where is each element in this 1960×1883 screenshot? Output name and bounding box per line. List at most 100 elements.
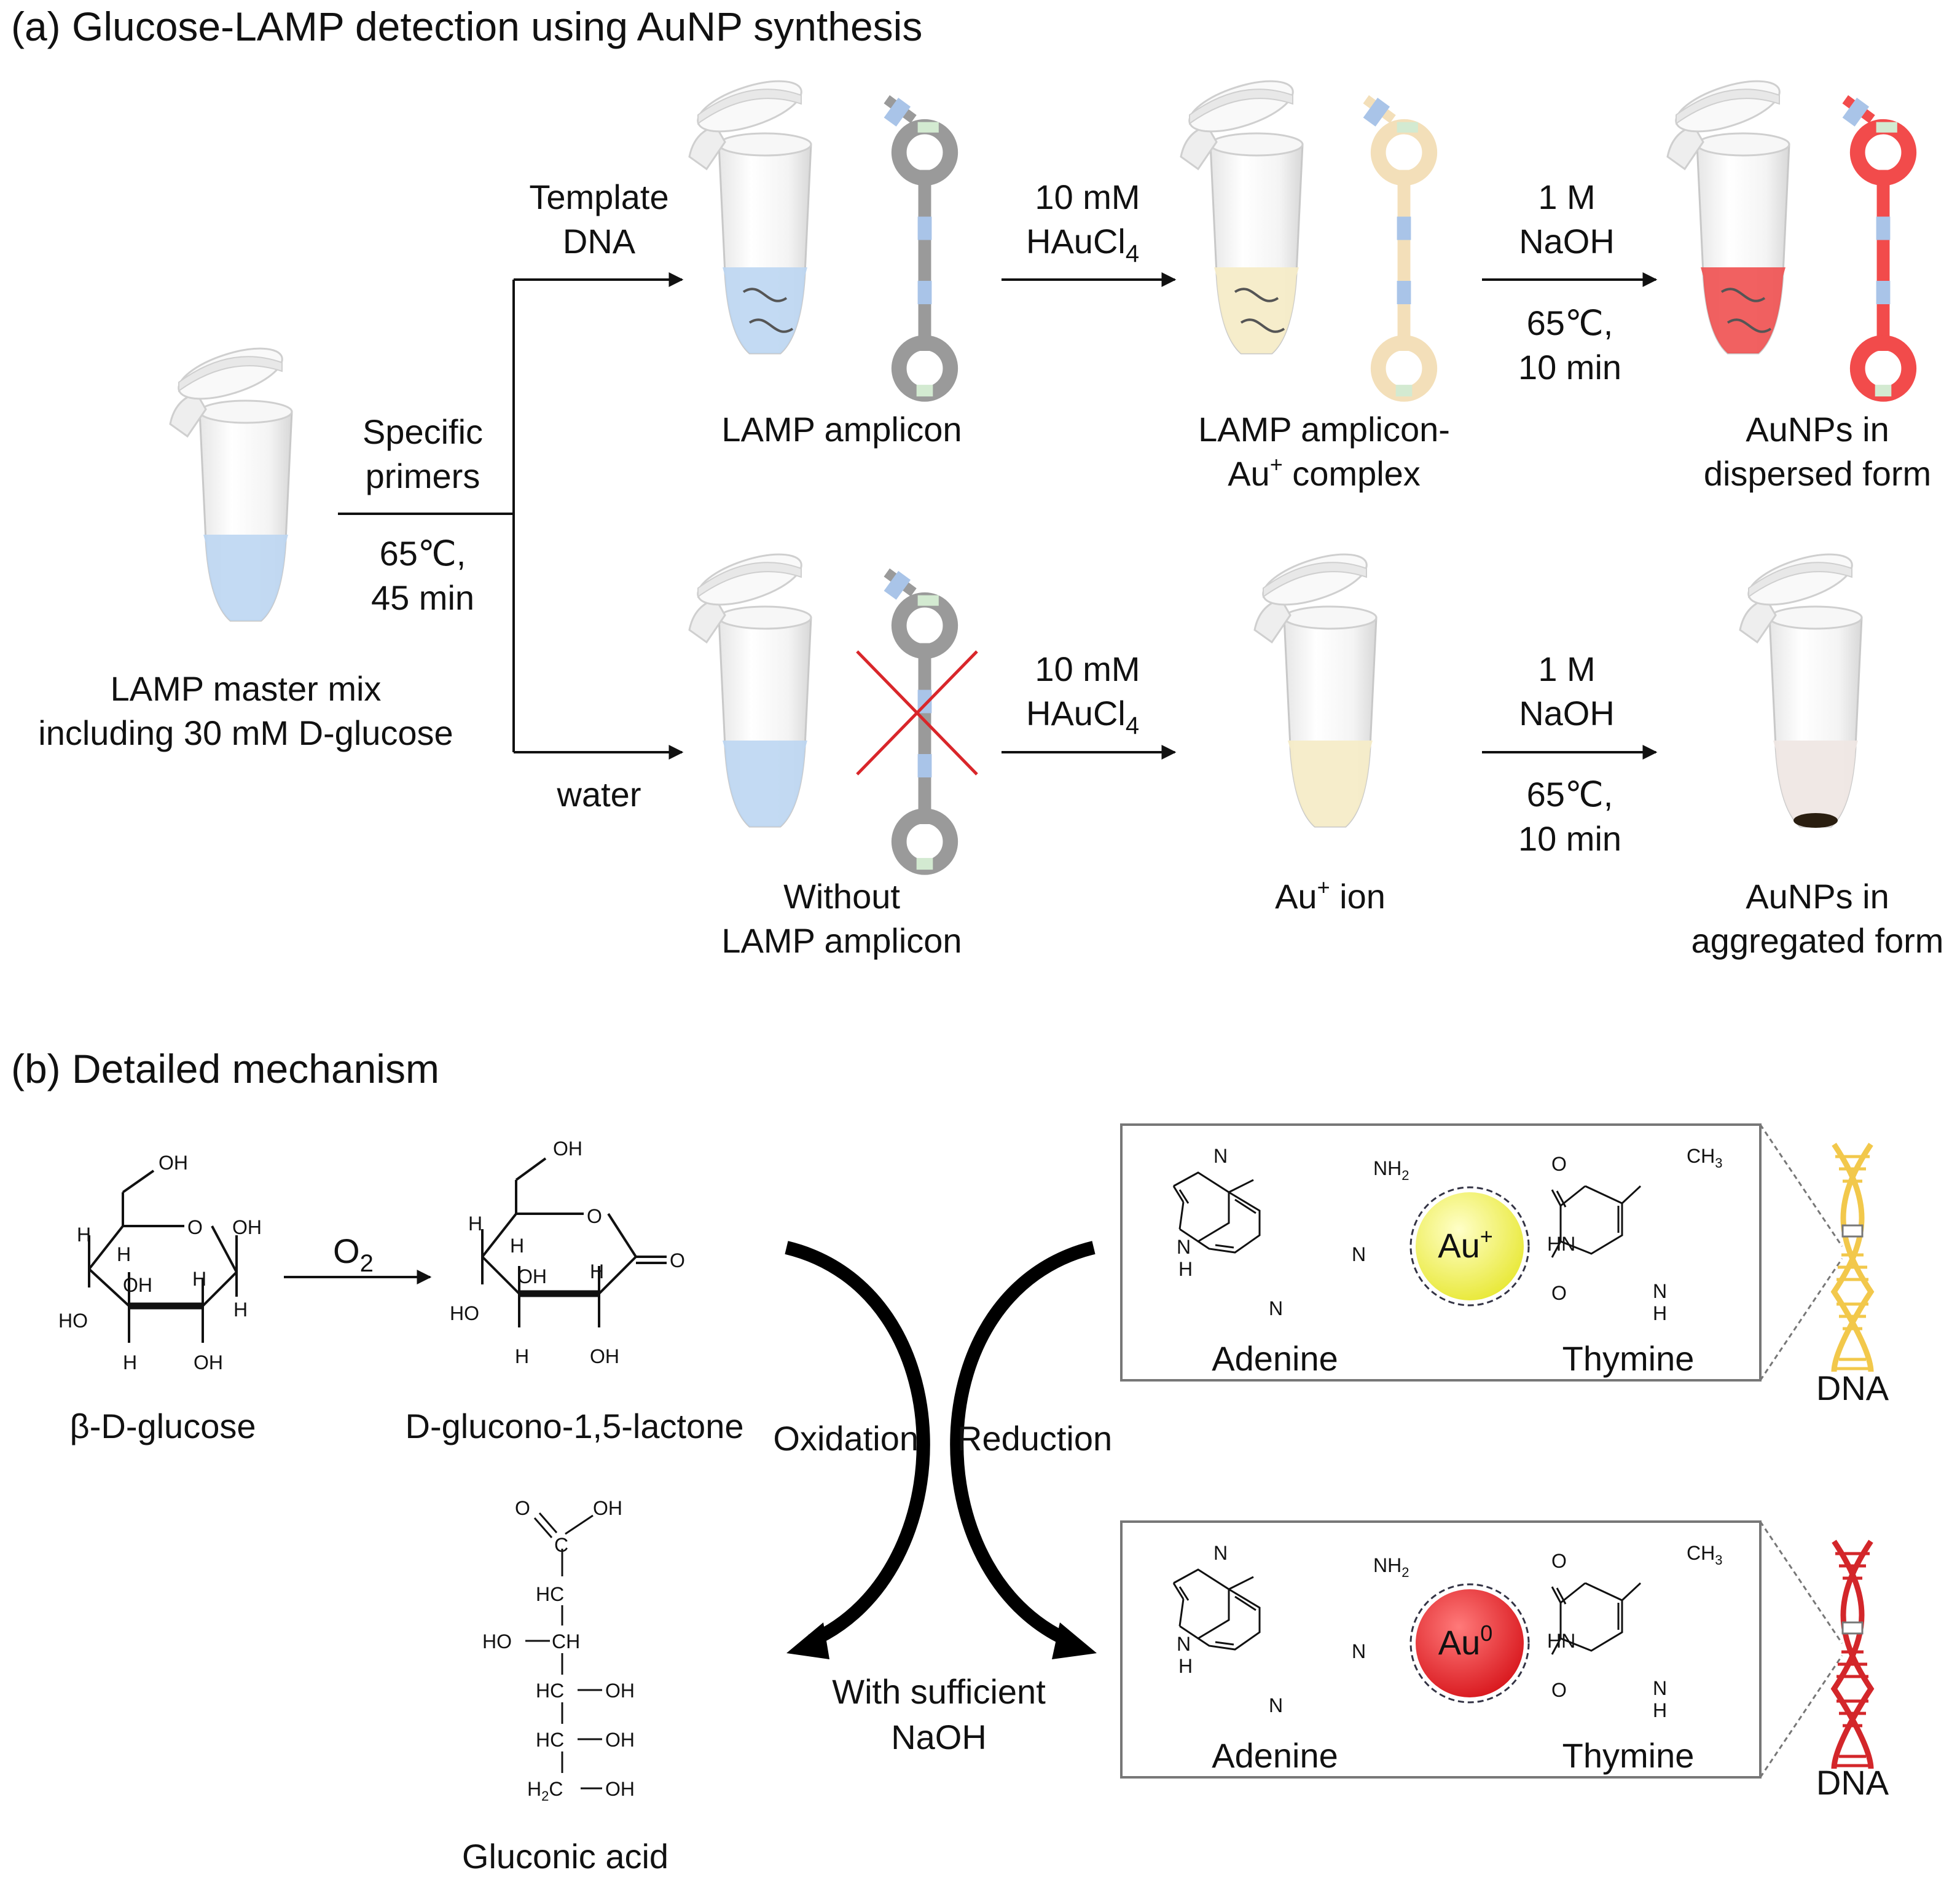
gluc-hc: HC	[536, 1583, 564, 1605]
gluc-ho: HO	[482, 1630, 512, 1653]
gluconic-label: Gluconic acid	[462, 1837, 668, 1876]
lamp-condition: 65℃,	[380, 534, 466, 573]
master-mix-label: LAMP master mix	[111, 669, 382, 708]
panel-a-title: (a) Glucose-LAMP detection using AuNP sy…	[11, 4, 922, 49]
glc-oh-right: OH	[232, 1216, 262, 1238]
gluc-oh-acid: OH	[593, 1497, 622, 1519]
lac-ring-o: O	[587, 1205, 602, 1227]
template-label: Template	[529, 178, 668, 216]
heat-condition-top: 65℃,	[1527, 304, 1613, 342]
gluc-o: O	[515, 1497, 530, 1519]
naoh-reagent-bottom: NaOH	[1519, 694, 1615, 733]
dispersed-label-2: dispersed form	[1704, 454, 1931, 493]
oxidation-label: Oxidation	[773, 1419, 919, 1458]
tube-complex	[1180, 69, 1304, 355]
redox-arrows	[785, 1241, 1096, 1648]
ade-nh-top: N	[1177, 1236, 1191, 1258]
thy-o-top-1: O	[1551, 1153, 1567, 1175]
heat-time-top: 10 min	[1518, 348, 1621, 387]
gluc-hc2: HC	[536, 1680, 564, 1702]
au-zero-label: Au0	[1438, 1621, 1493, 1662]
dna-label-top: DNA	[1816, 1369, 1889, 1407]
naoh-conc-top: 1 M	[1538, 178, 1595, 216]
au-ion-label: Au+ ion	[1275, 875, 1386, 916]
ade-h-bot: H	[1178, 1655, 1193, 1677]
lac-h-c2: H	[590, 1260, 604, 1283]
master-mix-label-2: including 30 mM D-glucose	[38, 713, 453, 752]
au-plus-ring	[1409, 1186, 1530, 1307]
glc-h-c5: H	[117, 1243, 131, 1265]
without-label: Without	[783, 877, 900, 916]
ade-nh2-top: NH2	[1373, 1157, 1409, 1183]
lac-h-c5: H	[510, 1235, 524, 1257]
complex-label: LAMP amplicon-	[1198, 410, 1450, 449]
thy-hn-top: HN	[1547, 1233, 1575, 1255]
glc-ring-o: O	[187, 1216, 203, 1238]
oxidation-arrowhead	[786, 1622, 829, 1659]
glc-oh-top: OH	[159, 1152, 188, 1174]
ade-n-bot-3: N	[1269, 1694, 1283, 1716]
lamp-condition-2: 45 min	[371, 578, 474, 617]
naoh-condition-2: NaOH	[891, 1718, 987, 1756]
lac-carbonyl-o: O	[670, 1249, 685, 1272]
heat-time-bottom: 10 min	[1518, 819, 1621, 858]
lac-h-bottom: H	[515, 1345, 529, 1367]
au-plus-ion	[1416, 1192, 1524, 1300]
amplicon-label: LAMP amplicon	[721, 410, 962, 449]
glc-h-bottom: H	[123, 1351, 137, 1374]
gluc-c: C	[554, 1534, 568, 1556]
template-label-2: DNA	[563, 222, 636, 261]
primers-label-2: primers	[366, 457, 480, 495]
haucl-conc-top: 10 mM	[1035, 178, 1140, 216]
thy-n-top: N	[1653, 1280, 1667, 1302]
au-plus-label: Au+	[1438, 1224, 1493, 1265]
lac-oh-bottom: OH	[590, 1345, 619, 1367]
au-zero-ring	[1409, 1583, 1530, 1704]
zoom-lines-bottom	[1759, 1521, 1843, 1778]
gluc-oh3: OH	[605, 1729, 635, 1751]
ade-n-top-1: N	[1213, 1145, 1228, 1167]
gluc-hc3: HC	[536, 1729, 564, 1751]
lactone-label: D-glucono-1,5-lactone	[406, 1407, 744, 1445]
gluc-oh4: OH	[605, 1778, 635, 1800]
thymine-label-top: Thymine	[1562, 1339, 1695, 1378]
glc-h-c1: H	[233, 1299, 248, 1321]
water-label: water	[557, 775, 641, 814]
amplicon-red	[1843, 95, 1909, 396]
master-mix-tube	[169, 337, 293, 622]
reduction-arrowhead	[1052, 1622, 1097, 1659]
tube-dispersed	[1666, 69, 1790, 355]
amplicon-yellow	[1363, 95, 1430, 396]
panel-b-title: (b) Detailed mechanism	[11, 1046, 439, 1091]
glc-h-c2: H	[192, 1268, 206, 1290]
dna-label-bottom: DNA	[1816, 1763, 1889, 1802]
lac-h-left: H	[468, 1213, 482, 1235]
thy-n-bot: N	[1653, 1677, 1667, 1699]
naoh-condition: With sufficient	[832, 1672, 1046, 1711]
haucl-conc-bottom: 10 mM	[1035, 650, 1140, 688]
haucl-reagent-bottom: HAuCl4	[1026, 694, 1139, 739]
glucose-label: β-D-glucose	[70, 1407, 256, 1445]
reduction-label: Reduction	[957, 1419, 1112, 1458]
gluc-ch: CH	[552, 1630, 580, 1653]
au-zero-atom	[1416, 1589, 1524, 1697]
gluc-oh2: OH	[605, 1680, 635, 1702]
without-label-2: LAMP amplicon	[721, 921, 962, 960]
glc-oh-c3: OH	[123, 1274, 152, 1296]
tube-no-amplicon	[688, 543, 812, 828]
ade-nh2-bot: NH2	[1373, 1554, 1409, 1580]
glucose-structure	[88, 1170, 238, 1343]
gluconic-structure	[525, 1512, 602, 1790]
adenine-label-bottom: Adenine	[1212, 1736, 1338, 1775]
thy-ch3-top: CH3	[1687, 1145, 1722, 1171]
aggregated-label: AuNPs in	[1746, 877, 1889, 916]
ade-n-bot-1: N	[1213, 1542, 1228, 1564]
tube-aggregated	[1739, 543, 1863, 828]
ade-n-bot-2: N	[1352, 1640, 1366, 1662]
thy-o-bot-2: O	[1551, 1679, 1567, 1701]
primers-label: Specific	[363, 412, 483, 451]
lac-ho: HO	[450, 1302, 479, 1324]
ade-n-top-2: N	[1352, 1243, 1366, 1265]
thy-h-top: H	[1653, 1302, 1667, 1324]
